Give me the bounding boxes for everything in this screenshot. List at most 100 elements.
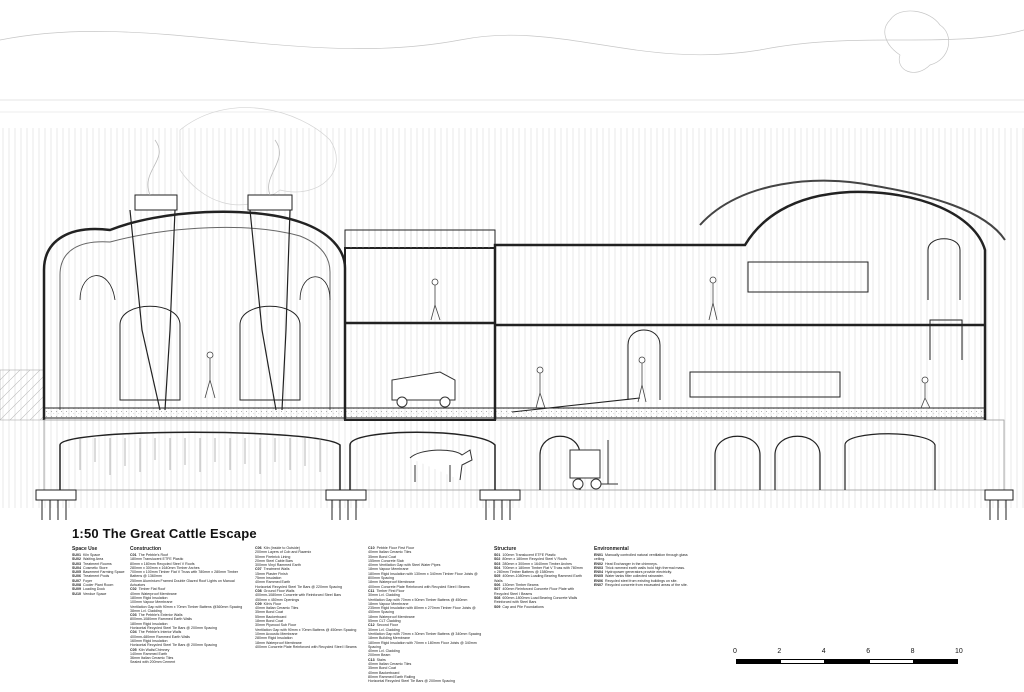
legend-text: 700mm x 180mm Timber Flat V Truss with 7…: [502, 565, 583, 570]
legend-text: Treatment Walls: [263, 567, 290, 572]
legend-code: C12: [368, 623, 375, 628]
structure-heading: Structure: [494, 546, 517, 552]
legend-text: 800mm Spacing: [368, 576, 394, 581]
legend-code: C03: [130, 613, 137, 618]
legend-code: S05: [494, 574, 501, 579]
legend-text: 35mm Bond Coat: [368, 554, 396, 559]
legend-code: SU01: [72, 553, 81, 557]
legend-entry: Ventilation Gap with 70mm x 30mm Timber …: [368, 632, 493, 636]
cow-icon: [409, 449, 473, 482]
legend-text: The Pebble's Interior Walls: [138, 630, 182, 635]
legend-text: 18mm Waterproof Membrane: [368, 614, 415, 619]
legend-text: Ventilation Gap with 90mm x 70mm Battens…: [255, 627, 357, 632]
legend-text: 80mm x 180mm Recycled Steel V Roofs: [130, 561, 195, 566]
legend-code: S02: [494, 557, 501, 562]
legend-text: 600mm-1800mm Load Bearing Concrete Walls: [502, 595, 578, 600]
legend-entry: 18mm Vapour Membrane: [368, 602, 493, 606]
legend-text: 180mm Rigid Insulation: [130, 595, 168, 600]
legend-code: SU05: [72, 570, 81, 575]
legend-entry: 30mm Lvl. Cladding: [368, 628, 493, 632]
legend-code: C09: [255, 601, 262, 606]
legend-text: 18mm Building Membrane: [368, 636, 410, 641]
scale-segment: [869, 659, 914, 664]
legend-entry: 180mm Rigid Insulation: [130, 596, 255, 600]
legend-text: 18mm Vapour Membrane: [368, 601, 409, 606]
legend-entry: 400mm Concrete Plate Reinforced with Rec…: [255, 645, 380, 649]
drawing-title: 1:50 The Great Cattle Escape: [72, 526, 257, 541]
legend-entry: 300mm Vinyl Rammed Earth: [255, 563, 380, 567]
legend-text: 700mm x 100mm Timber Flat V Truss with 7…: [130, 570, 239, 575]
legend-entry: Horizontal Recycled Steel Tie Bars @ 200…: [368, 679, 493, 683]
legend-text: 15mm Plaster Finish: [255, 571, 288, 576]
legend-entry: 36mm Italian Ceramic Tiles: [130, 656, 255, 660]
legend-text: Second Floor: [376, 623, 398, 628]
legend-text: 180mm Rigid Insulation: [130, 621, 168, 626]
kiln-floor-slab: [43, 407, 346, 419]
legend-text: 400mm Concrete Plate Reinforced with Rec…: [255, 644, 357, 649]
legend-text: 800mm-1080mm Rammed Earth Walls: [130, 617, 192, 622]
legend-text: Basement Farming Space: [83, 570, 125, 575]
legend-entry: 18mm Vapour Membrane: [368, 567, 493, 571]
legend-entry: 40mm Italian Ceramic Tiles: [255, 606, 380, 610]
legend-entry: 250mm Aluminium Framed Double Glazed Roo…: [130, 579, 255, 583]
scale-tick-label: 8: [910, 648, 915, 655]
legend-entry: Walls: [494, 579, 594, 583]
legend-text: Timber Flat Roof: [138, 587, 166, 592]
legend-entry: Ventilation Gap with 70mm x 50mm Timber …: [368, 598, 493, 602]
legend-text: 40mm Italian Ceramic Tiles: [368, 550, 412, 555]
legend-entry: 100mm Vapour Membrane: [130, 600, 255, 604]
legend-text: 250mm Aluminium Framed Double Glazed Roo…: [130, 578, 235, 583]
legend-entry: 180mm Translucent ETFE Plastic: [130, 557, 255, 561]
legend-text: Stairs: [376, 657, 386, 662]
legend-text: Kiln Walls/Chimney: [138, 647, 170, 652]
legend-text: Cooler Plant Room: [83, 583, 114, 588]
legend-text: 130mm Timber Beams: [502, 583, 539, 588]
legend-entry: 40mm Lvl. Cladding: [368, 649, 493, 653]
legend-entry: 40mm Rammed Earth: [255, 580, 380, 584]
legend-code: SU02: [72, 557, 81, 562]
legend-text: Kiln's Floor: [263, 601, 282, 606]
legend-code: SU07: [72, 578, 81, 583]
legend-code: EN04: [594, 570, 603, 575]
legend-entry: 180mm Rigid Insulation with 130mm x 340m…: [368, 572, 493, 576]
legend-text: 280mm Rigid Insulation: [255, 636, 293, 641]
legend-text: 280mm x 300mm x 1640mm Timber Arches: [130, 565, 200, 570]
legend-text: Heat Exchanger in the chimneys.: [605, 561, 658, 566]
legend-entry: 35mm Bond Coat: [368, 666, 493, 670]
forklift-icon: [569, 440, 618, 490]
legend-text: 55mm CLT Cladding: [368, 619, 401, 624]
legend-entry: Spacing: [368, 645, 493, 649]
legend-text: 36mm Italian Ceramic Tiles: [130, 656, 174, 661]
legend-text: 155mm Concrete Slab: [368, 558, 404, 563]
legend-entry: 20mm Steel Cable Bars: [255, 559, 380, 563]
legend-text: Cap and Pile Foundations: [502, 604, 544, 609]
legend-text: 140mm Rammed Earth: [130, 651, 168, 656]
legend-text: 30mm Lvl. Cladding: [368, 627, 400, 632]
scale-tick-label: 6: [866, 648, 871, 655]
legend-text: 50mm Firebrick Lining: [255, 554, 291, 559]
legend-text: 40mm Waterproof Membrane: [130, 591, 177, 596]
legend-text: Ventilation Gap with 70mm x 50mm Timber …: [368, 597, 468, 602]
legend-entry: 38mm Lvl. Cladding: [130, 609, 255, 613]
legend-entry: Ventilation Gap with 90mm x 70mm Timber …: [130, 605, 255, 609]
legend-text: ceiling.: [594, 557, 606, 562]
legend-entry: 450mm Spacing: [368, 610, 493, 614]
legend-entry: 35mm Bond Coat: [368, 555, 493, 559]
